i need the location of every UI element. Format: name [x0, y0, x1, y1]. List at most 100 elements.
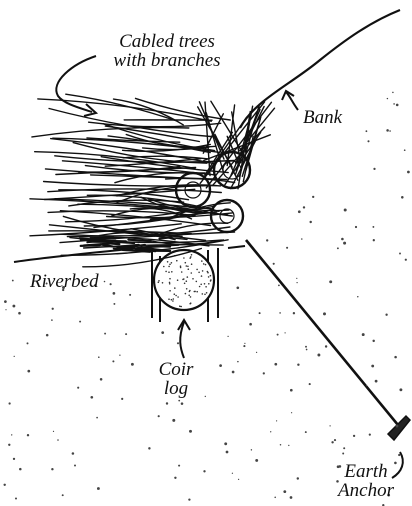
coir-dot: [184, 283, 186, 285]
coir-dot: [206, 292, 208, 294]
soil-dot: [166, 402, 168, 404]
coir-dot: [202, 270, 204, 272]
coir-dot: [208, 283, 210, 285]
soil-dot: [283, 490, 286, 493]
coir-dot: [198, 272, 200, 274]
soil-dot: [387, 98, 388, 99]
coir-dot: [189, 257, 191, 259]
soil-dot: [290, 389, 293, 392]
soil-dot: [398, 454, 400, 456]
soil-dot: [276, 420, 277, 421]
soil-dot: [104, 281, 106, 283]
earth-anchor-label-line2: Anchor: [326, 481, 406, 500]
soil-dot: [343, 242, 346, 245]
coir-dot: [185, 293, 187, 295]
soil-dot: [277, 334, 279, 336]
anchor-cable: [246, 240, 398, 425]
soil-dot: [401, 196, 404, 199]
soil-dot: [279, 312, 281, 314]
soil-dot: [174, 477, 176, 479]
coir-dot: [169, 278, 171, 280]
soil-dot: [53, 431, 54, 432]
soil-dot: [172, 419, 175, 422]
coir-dot: [171, 299, 173, 301]
soil-dot: [98, 356, 100, 358]
soil-dot: [129, 294, 131, 296]
soil-dot: [372, 226, 374, 228]
soil-dot: [255, 459, 258, 462]
coir-dot: [172, 300, 174, 302]
coir-dot: [167, 261, 169, 263]
soil-dot: [371, 365, 374, 368]
soil-dot: [369, 434, 371, 436]
soil-dot: [305, 431, 307, 433]
coir-dot: [210, 275, 212, 277]
soil-dot: [296, 278, 297, 279]
coir-dot: [168, 266, 170, 268]
soil-dot: [284, 332, 285, 333]
coir-dot: [200, 284, 202, 286]
coir-dot: [174, 287, 176, 289]
soil-dot: [297, 363, 299, 365]
soil-dot: [8, 444, 10, 446]
tree-branches: [30, 94, 275, 267]
soil-dot: [286, 247, 288, 249]
soil-dot: [337, 247, 339, 249]
coir-dot: [186, 265, 188, 267]
soil-dot: [298, 210, 301, 213]
soil-dot: [181, 402, 184, 405]
branch-stroke: [205, 102, 210, 176]
soil-dot: [74, 464, 76, 466]
soil-dot: [305, 346, 307, 348]
soil-dot: [353, 435, 355, 437]
coir-dot: [194, 291, 196, 293]
soil-dot: [329, 280, 332, 283]
coir-dot: [196, 281, 198, 283]
soil-dot: [8, 402, 10, 404]
coir-dot: [202, 293, 204, 295]
soil-dot: [12, 280, 14, 282]
coir-dot: [177, 279, 179, 281]
soil-dot: [96, 417, 98, 419]
soil-dot: [334, 439, 336, 441]
soil-dot: [323, 312, 326, 315]
soil-dot: [256, 352, 257, 353]
coir-dot: [192, 278, 194, 280]
soil-dot: [312, 196, 314, 198]
soil-dot: [51, 319, 53, 321]
soil-dot: [237, 361, 239, 363]
branch-stroke: [149, 245, 178, 246]
coir-log-label-line2: log: [146, 379, 206, 398]
coir-dot: [163, 266, 165, 268]
soil-dot: [274, 497, 276, 499]
soil-dot: [177, 342, 179, 344]
soil-dot: [14, 356, 15, 357]
soil-dot: [290, 496, 293, 499]
coir-dot: [191, 263, 193, 265]
soil-dot: [97, 487, 100, 490]
soil-dot: [251, 449, 252, 450]
soil-dot: [112, 360, 114, 362]
soil-dot: [273, 263, 275, 265]
soil-dot: [77, 387, 79, 389]
soil-dot: [365, 130, 367, 132]
coir-dot: [186, 288, 188, 290]
riverbed-label: Riverbed: [30, 272, 99, 291]
coir-dot: [210, 279, 212, 281]
soil-dot: [244, 343, 245, 344]
coir-dot: [207, 271, 209, 273]
coir-log-arrow: [180, 322, 184, 358]
soil-dot: [27, 342, 29, 344]
earth-anchor-label: Earth Anchor: [326, 462, 406, 500]
soil-dot: [362, 333, 365, 336]
soil-dot: [219, 364, 222, 367]
soil-dot: [19, 468, 22, 471]
soil-dot: [331, 441, 333, 443]
soil-dot: [148, 447, 150, 449]
coir-dot: [158, 282, 160, 284]
soil-dot: [270, 431, 271, 432]
coir-dot: [205, 286, 207, 288]
coir-log-label-line1: Coir: [146, 360, 206, 379]
coir-dot: [169, 282, 171, 284]
